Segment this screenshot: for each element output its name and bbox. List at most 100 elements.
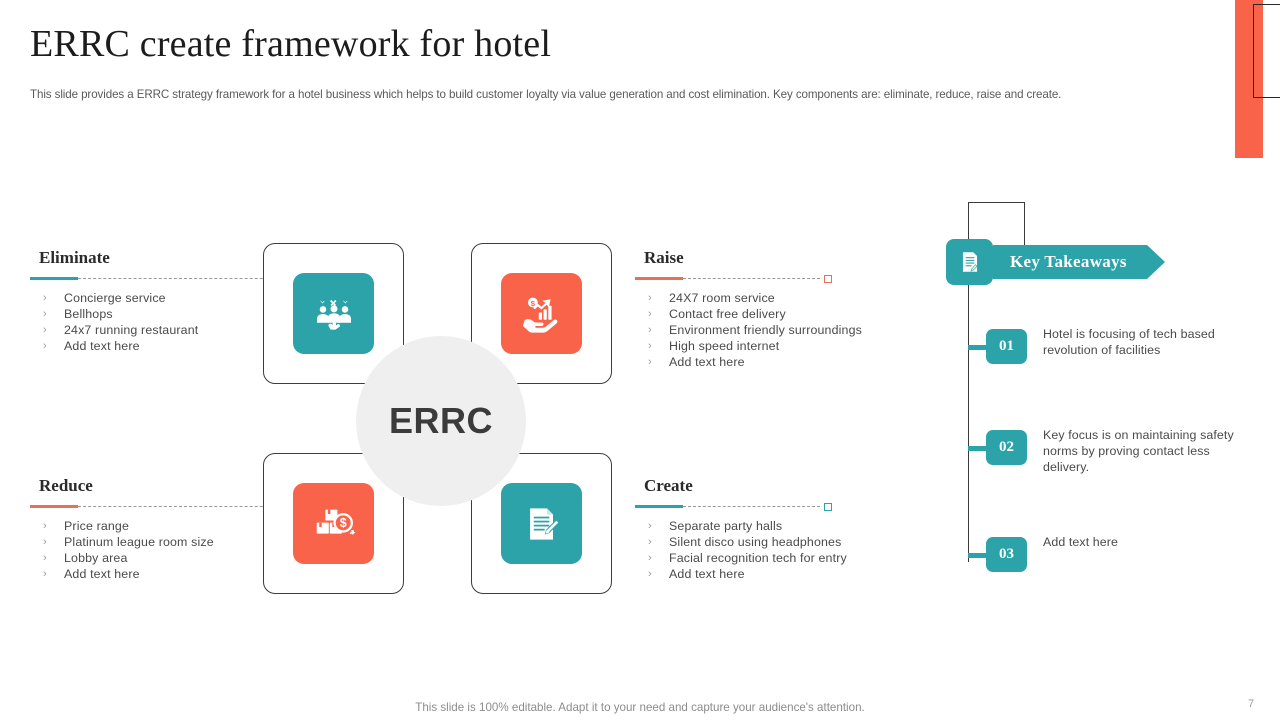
list-item: › Lobby area (39, 550, 300, 566)
document-pen-icon (501, 483, 582, 564)
list-item-label: Concierge service (64, 291, 166, 305)
chevron-right-icon: › (648, 568, 652, 580)
quadrant-title-raise: Raise (644, 248, 684, 267)
errc-center-label: ERRC (388, 400, 493, 441)
key-takeaways-banner: Key Takeaways (993, 245, 1165, 279)
list-item-label: 24x7 running restaurant (64, 323, 199, 337)
quadrant-title-eliminate: Eliminate (39, 248, 110, 267)
quadrant-eliminate: Eliminate › Concierge service › Bellhops ›… (30, 248, 300, 354)
takeaway-text: Key focus is on maintaining safety norms… (1043, 428, 1234, 474)
page-number: 7 (1248, 698, 1255, 710)
list-item-label: Add text here (64, 339, 140, 353)
list-item: › Add text here (644, 354, 935, 370)
list-item-label: Contact free delivery (669, 307, 786, 321)
hand-growth-chart-icon: $ (501, 273, 582, 354)
rule-solid (30, 505, 78, 508)
chevron-right-icon: › (648, 536, 652, 548)
document-icon (946, 239, 993, 285)
cost-reduction-boxes-icon: $ (293, 483, 374, 564)
rule-dashes (78, 278, 288, 279)
list-item-label: Facial recognition tech for entry (669, 551, 847, 565)
takeaway-number: 02 (999, 439, 1014, 455)
chevron-right-icon: › (43, 552, 47, 564)
bullet-list-reduce: ›Price range ›Platinum league room size … (30, 518, 300, 582)
list-item: › Bellhops (39, 306, 300, 322)
rule-eliminate (30, 274, 300, 283)
list-item: › Silent disco using headphones (644, 534, 935, 550)
decorative-outline-rect (1253, 4, 1280, 98)
list-item: › High speed internet (644, 338, 935, 354)
chevron-right-icon: › (43, 340, 47, 352)
list-item-label: Add text here (669, 567, 745, 581)
page-title: ERRC create framework for hotel (30, 23, 552, 65)
key-takeaways-bracket (968, 202, 1025, 262)
page-subtitle: This slide provides a ERRC strategy fram… (30, 88, 1062, 101)
list-item: › Contact free delivery (644, 306, 935, 322)
connector-line (968, 345, 990, 350)
list-item-label: High speed internet (669, 339, 780, 353)
takeaway-number-badge: 03 (986, 537, 1027, 572)
takeaway-number: 01 (999, 338, 1014, 354)
list-item-label: Add text here (669, 355, 745, 369)
list-item: › Add text here (39, 338, 300, 354)
list-item-label: Lobby area (64, 551, 128, 565)
rule-dashes (683, 506, 820, 507)
chevron-right-icon: › (648, 340, 652, 352)
rule-end-square (824, 275, 832, 283)
quadrant-reduce: Reduce › Price range › Platinum league roo… (30, 476, 300, 582)
chevron-right-icon: › (43, 324, 47, 336)
bullet-list-eliminate: › Concierge service › Bellhops › 24x7 runni… (30, 290, 300, 354)
chevron-right-icon: › (43, 536, 47, 548)
list-item-label: Price range (64, 519, 130, 533)
rule-dashes (78, 506, 288, 507)
chevron-right-icon: › (648, 292, 652, 304)
takeaway-number-badge: 02 (986, 430, 1027, 465)
list-item: › Add text here (644, 566, 935, 582)
chevron-right-icon: › (648, 520, 652, 532)
list-item-label: 24X7 room service (669, 291, 775, 305)
bullet-list-raise: › 24X7 room service › Contact free deliver… (635, 290, 935, 370)
svg-text:$: $ (530, 298, 535, 307)
svg-text:$: $ (339, 516, 346, 530)
quadrant-title-reduce: Reduce (39, 476, 93, 495)
connector-line (968, 446, 990, 451)
takeaway-number: 03 (999, 546, 1014, 562)
quadrant-create: Create › Separate party halls › Silent dis… (635, 476, 935, 582)
connector-line (968, 553, 990, 558)
key-takeaways-spine (968, 262, 969, 562)
rule-end-square (824, 503, 832, 511)
rule-solid (635, 277, 683, 280)
list-item-label: Platinum league room size (64, 535, 214, 549)
chevron-right-icon: › (43, 520, 47, 532)
errc-center-circle: ERRC (356, 336, 526, 506)
chevron-right-icon: › (43, 568, 47, 580)
list-item: › 24X7 room service (644, 290, 935, 306)
list-item-label: Environment friendly surroundings (669, 323, 862, 337)
takeaway-text: Add text here (1043, 535, 1119, 549)
rule-create (635, 502, 935, 511)
quadrant-title-create: Create (644, 476, 693, 495)
bullet-list-create: › Separate party halls › Silent disco usin… (635, 518, 935, 582)
list-item: › Price range (39, 518, 300, 534)
list-item: › Environment friendly surroundings (644, 322, 935, 338)
list-item-label: Separate party halls (669, 519, 783, 533)
chevron-right-icon: › (648, 308, 652, 320)
rule-solid (30, 277, 78, 280)
rule-dashes (683, 278, 820, 279)
chevron-right-icon: › (648, 552, 652, 564)
decorative-orange-bar (1235, 0, 1263, 158)
list-item: › Separate party halls (644, 518, 935, 534)
chevron-right-icon: › (648, 356, 652, 368)
list-item-label: Bellhops (64, 307, 113, 321)
people-selection-icon (293, 273, 374, 354)
list-item-label: Silent disco using headphones (669, 535, 842, 549)
chevron-right-icon: › (43, 308, 47, 320)
takeaway-number-badge: 01 (986, 329, 1027, 364)
chevron-right-icon: › (43, 292, 47, 304)
card-raise[interactable]: $ (471, 243, 612, 384)
rule-solid (635, 505, 683, 508)
takeaway-text: Hotel is focusing of tech based revoluti… (1043, 327, 1215, 357)
chevron-right-icon: › (648, 324, 652, 336)
quadrant-raise: Raise › 24X7 room service › Contact free d… (635, 248, 935, 370)
list-item-label: Add text here (64, 567, 140, 581)
